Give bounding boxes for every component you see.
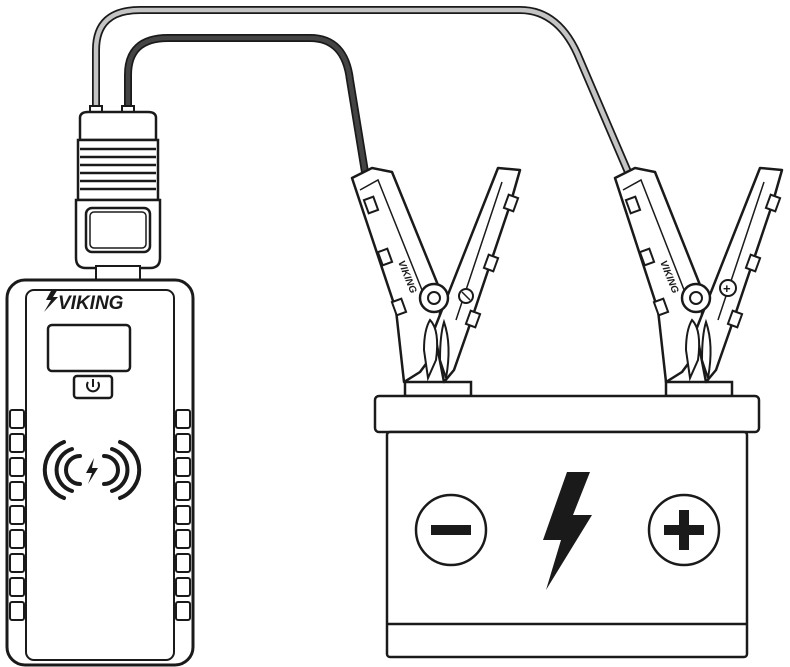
positive-clamp-marking: + [723,281,731,296]
lightning-bolt-icon [543,472,592,590]
car-battery [373,380,761,659]
power-button[interactable] [72,374,114,400]
cable-connector [74,105,162,281]
positive-terminal [664,380,734,398]
positive-marking-icon [719,279,737,297]
wireless-charging-icon [42,440,142,500]
negative-clamp: VIKING [350,166,522,384]
right-grip [175,409,191,621]
jump-starter-device: VIKING [5,278,195,667]
device-brand-logo: VIKING [58,293,124,314]
negative-cable [124,34,369,176]
left-grip [9,409,25,621]
power-icon [86,379,100,393]
negative-terminal [403,380,473,398]
positive-clamp: + VIKING [613,166,784,384]
device-display [46,323,132,373]
brand-bolt-icon [44,289,58,312]
